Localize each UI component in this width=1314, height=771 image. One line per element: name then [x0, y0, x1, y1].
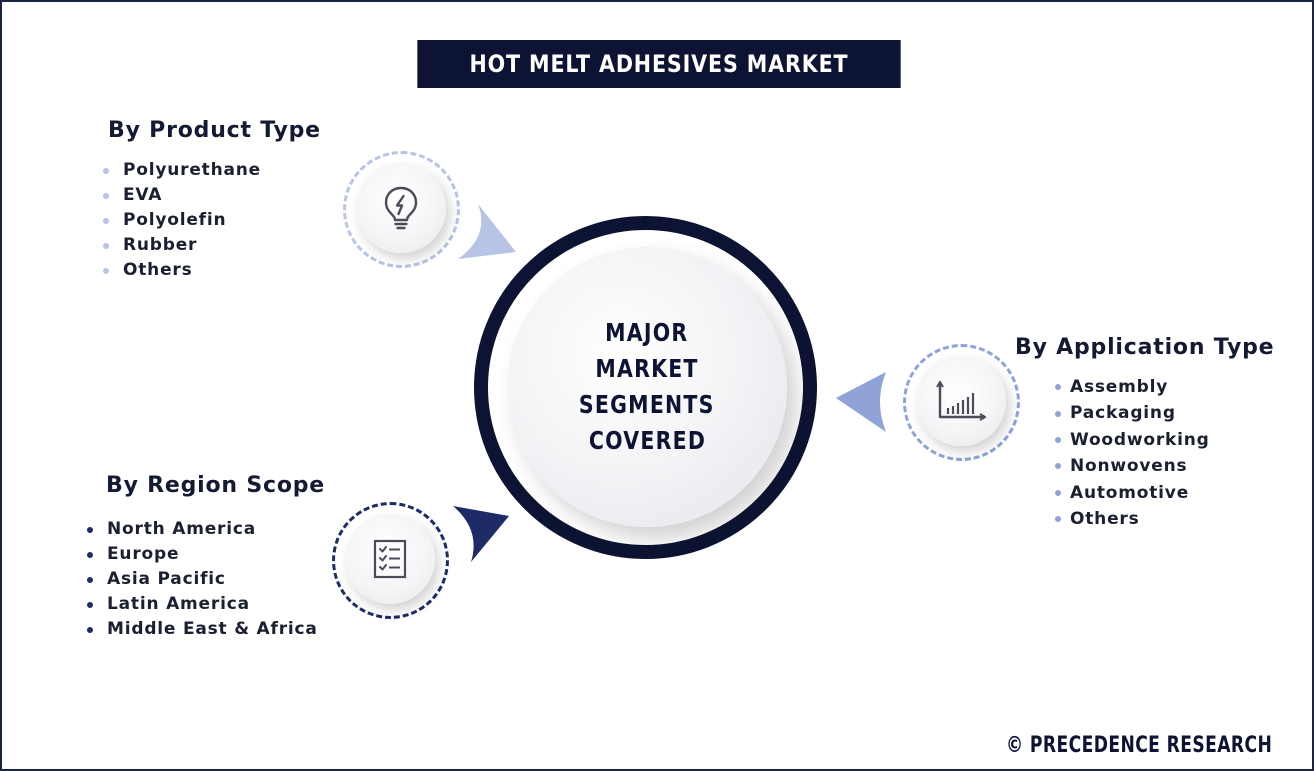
list-item: Woodworking	[1055, 427, 1210, 453]
product-arrow	[458, 204, 516, 259]
list-item: Assembly	[1055, 374, 1210, 400]
list-item: Rubber	[103, 233, 261, 258]
application-type-heading: By Application Type	[1015, 335, 1275, 360]
application-type-list: Assembly Packaging Woodworking Nonwovens…	[1055, 374, 1210, 532]
application-arrow	[836, 372, 886, 432]
product-type-heading: By Product Type	[108, 118, 321, 143]
list-item: Asia Pacific	[87, 567, 318, 592]
list-item: Packaging	[1055, 400, 1210, 426]
center-label: MAJOR MARKET SEGMENTS COVERED	[507, 247, 787, 527]
list-item: Middle East & Africa	[87, 617, 318, 642]
list-item: Latin America	[87, 592, 318, 617]
list-item: Polyolefin	[103, 208, 261, 233]
checklist-icon	[373, 539, 407, 579]
page-title: HOT MELT ADHESIVES MARKET	[417, 40, 901, 88]
center-label-line: SEGMENTS	[579, 390, 715, 419]
list-item: Automotive	[1055, 480, 1210, 506]
footer-credit: © PRECEDENCE RESEARCH	[1006, 733, 1273, 758]
application-icon-ring	[903, 344, 1020, 461]
center-disc	[507, 247, 787, 527]
list-item: Others	[103, 258, 261, 283]
product-type-list: Polyurethane EVA Polyolefin Rubber Other…	[103, 158, 261, 283]
region-scope-heading: By Region Scope	[106, 473, 326, 498]
application-icon-disc	[916, 356, 1006, 446]
lightbulb-icon	[384, 186, 418, 230]
list-item: Europe	[87, 542, 318, 567]
list-item: Others	[1055, 506, 1210, 532]
center-label-line: MAJOR	[605, 318, 689, 347]
region-icon-disc	[345, 514, 435, 604]
product-icon-ring	[343, 151, 460, 268]
product-icon-disc	[356, 163, 446, 253]
center-label-line: COVERED	[588, 426, 706, 455]
list-item: EVA	[103, 183, 261, 208]
growth-chart-icon	[936, 381, 986, 421]
list-item: Polyurethane	[103, 158, 261, 183]
center-label-line: MARKET	[595, 354, 699, 383]
list-item: North America	[87, 517, 318, 542]
list-item: Nonwovens	[1055, 453, 1210, 479]
region-icon-ring	[332, 502, 449, 619]
region-arrow	[453, 506, 509, 562]
region-scope-list: North America Europe Asia Pacific Latin …	[87, 517, 318, 642]
